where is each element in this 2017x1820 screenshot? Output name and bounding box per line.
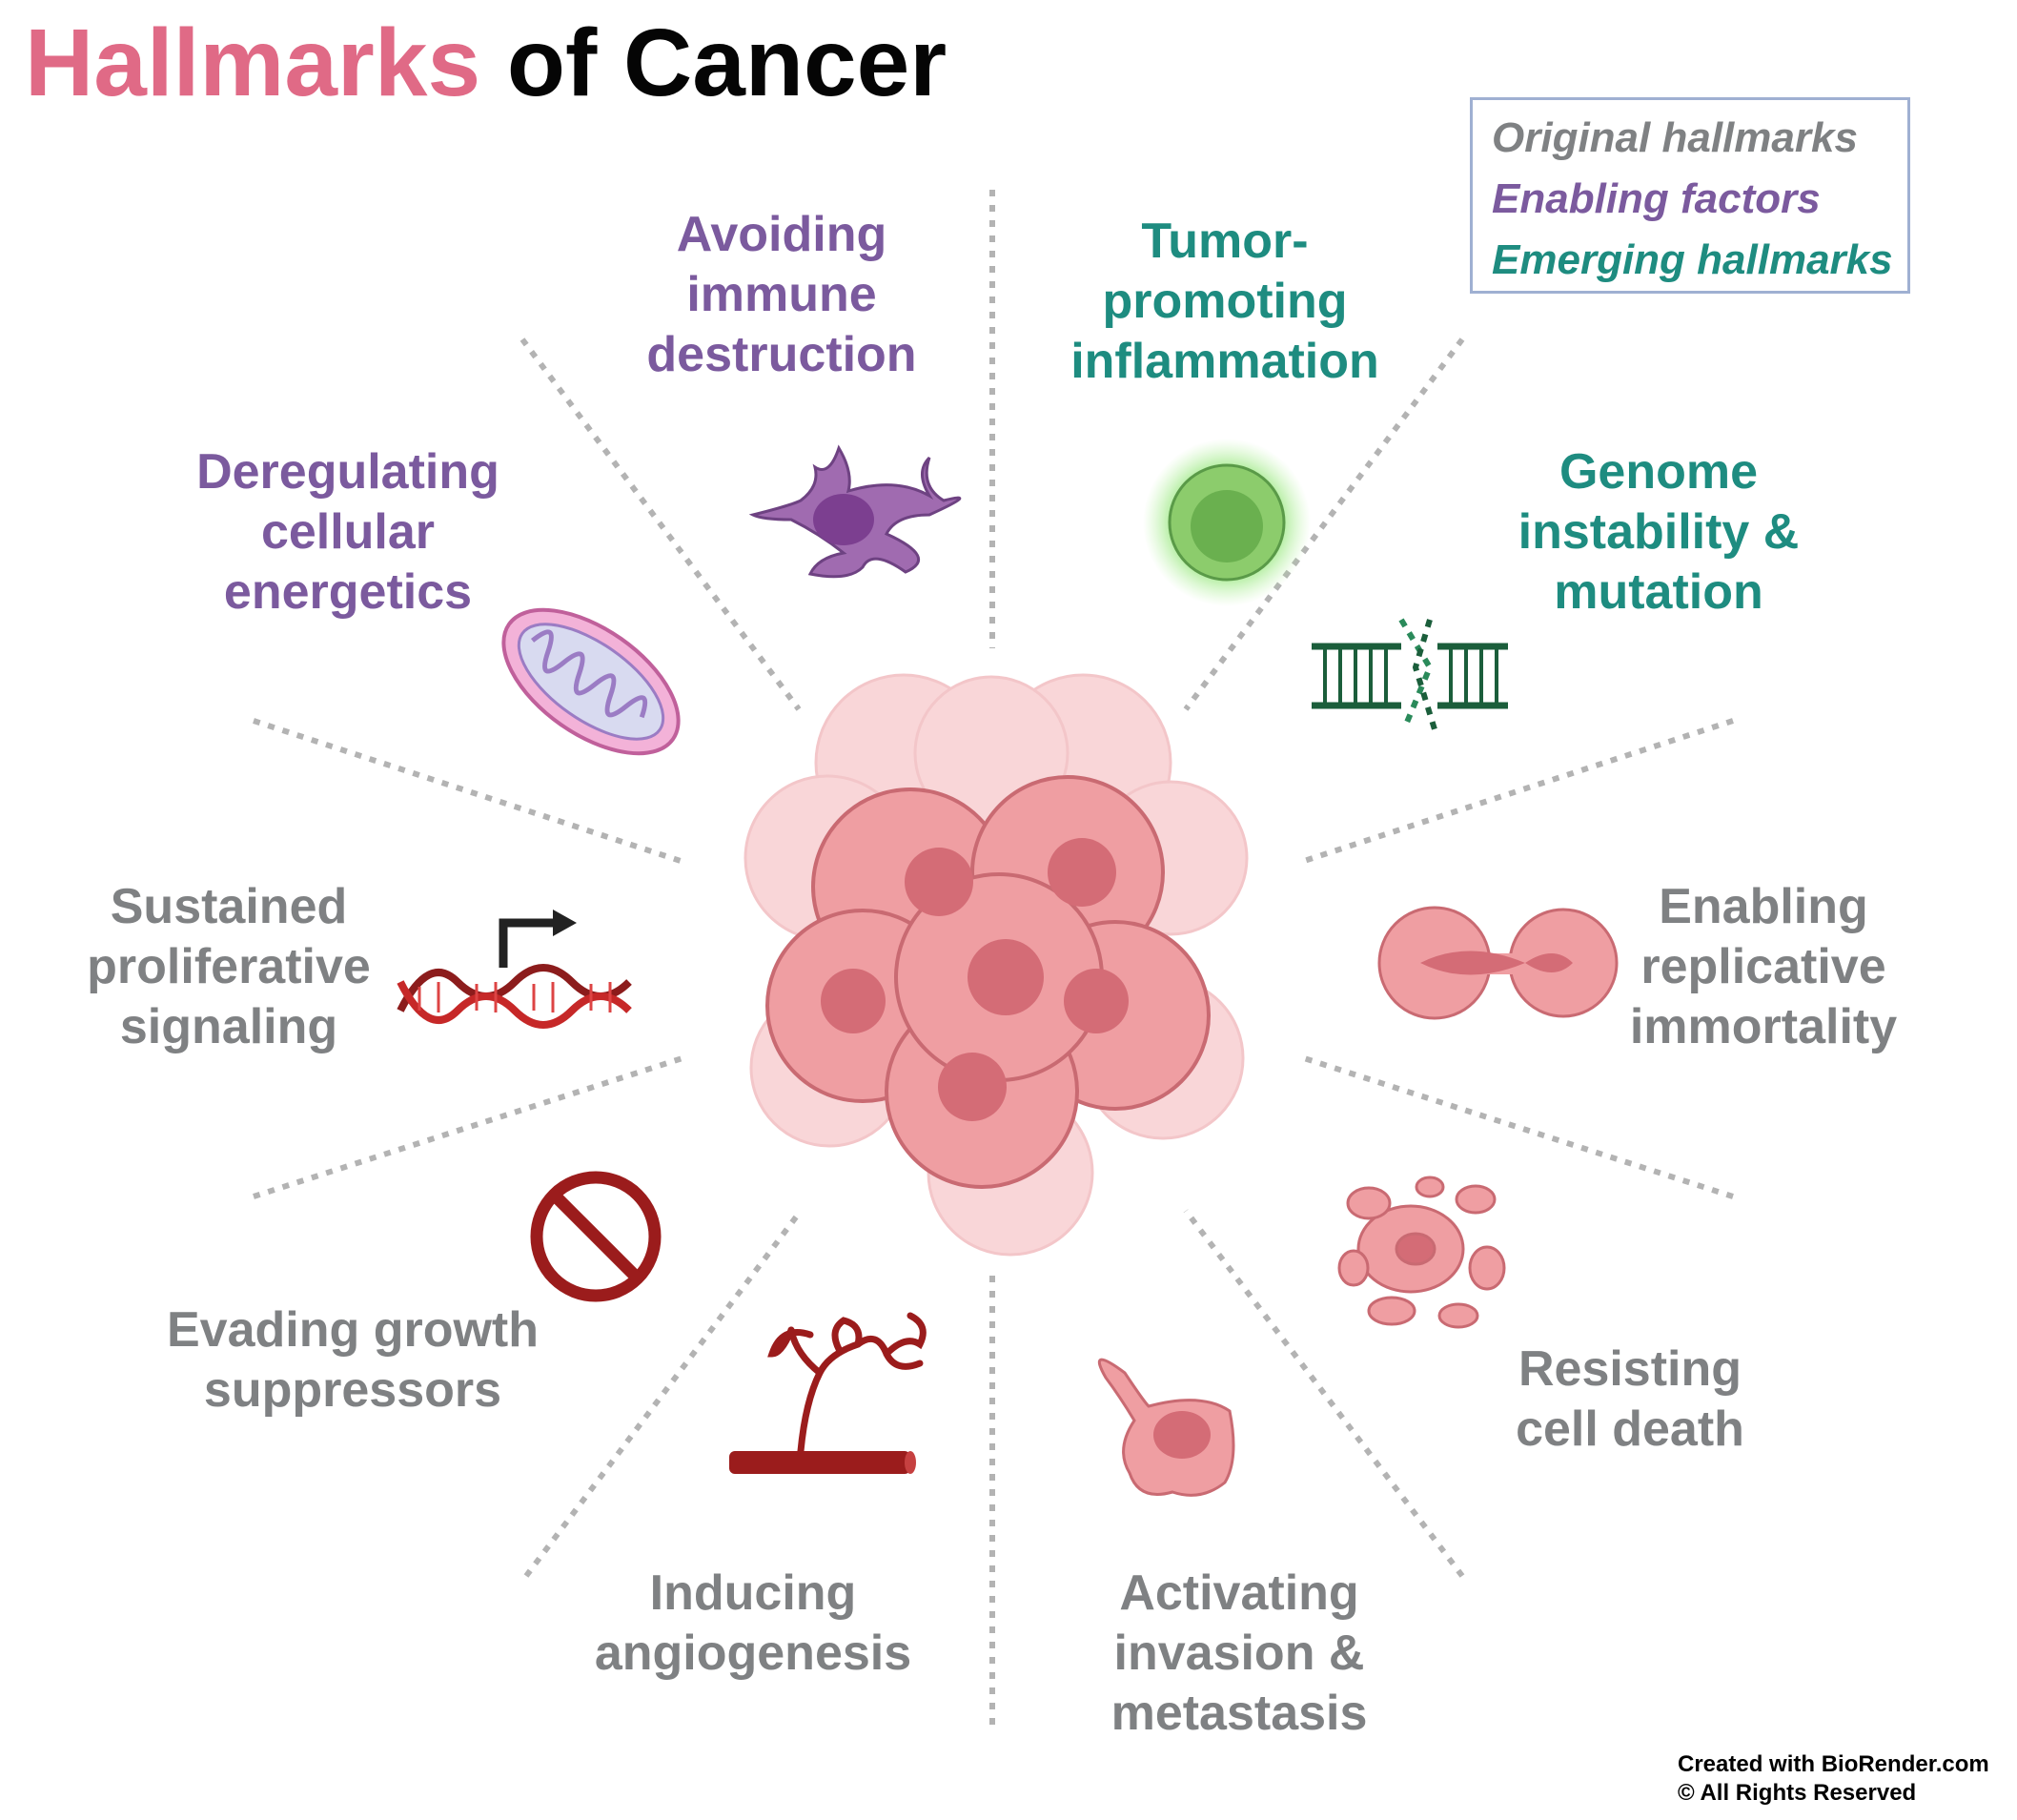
credit-line-2: © All Rights Reserved <box>1678 1780 1917 1806</box>
apoptotic-cell-icon <box>1337 1176 1506 1329</box>
immune-cell-icon <box>748 444 962 579</box>
title-hallmarks: Hallmarks <box>25 10 481 116</box>
label-replicative-immortality: Enabling replicative immortality <box>1629 879 1898 1054</box>
mitochondrion-icon <box>501 607 681 756</box>
label-cellular-energetics: Deregulating cellular energetics <box>196 444 499 620</box>
legend-box: Original hallmarks Enabling factors Emer… <box>1470 97 1910 294</box>
label-growth-suppressors: Evading growth suppressors <box>167 1302 539 1418</box>
divider-line <box>253 1053 689 1199</box>
divider-line <box>1297 718 1734 866</box>
divider-line <box>1183 1209 1465 1578</box>
migrating-cell-icon <box>1097 1358 1235 1497</box>
label-tumor-inflammation: Tumor- promoting inflammation <box>1070 214 1379 389</box>
dna-break-icon <box>1312 618 1508 730</box>
dna-transcription-icon <box>397 910 632 1029</box>
divider-line <box>1297 1053 1734 1199</box>
page-title: Hallmarks of Cancer <box>25 6 947 120</box>
dividing-cell-icon <box>1377 906 1619 1020</box>
title-of-cancer: of Cancer <box>506 10 947 116</box>
tumor-cluster-icon <box>744 673 1249 1257</box>
prohibition-icon <box>530 1171 662 1302</box>
divider-lines <box>253 190 1734 1730</box>
label-genome-instability: Genome instability & mutation <box>1518 444 1800 620</box>
inflammation-cell-icon <box>1143 439 1311 606</box>
label-angiogenesis: Inducing angiogenesis <box>594 1565 912 1681</box>
divider-line <box>1183 337 1465 711</box>
legend-emerging: Emerging hallmarks <box>1492 236 1893 283</box>
label-proliferative-signaling: Sustained proliferative signaling <box>87 879 371 1054</box>
legend-original: Original hallmarks <box>1492 114 1858 161</box>
legend-enabling: Enabling factors <box>1492 175 1821 222</box>
label-avoiding-immune: Avoiding immune destruction <box>646 207 917 382</box>
credit-line-1: Created with BioRender.com <box>1678 1751 1989 1777</box>
label-resisting-death: Resisting cell death <box>1516 1341 1744 1457</box>
divider-line <box>520 337 802 711</box>
label-invasion-metastasis: Activating invasion & metastasis <box>1110 1565 1368 1741</box>
credit-block: Created with BioRender.com © All Rights … <box>1678 1750 1989 1808</box>
blood-vessel-icon <box>729 1312 927 1474</box>
